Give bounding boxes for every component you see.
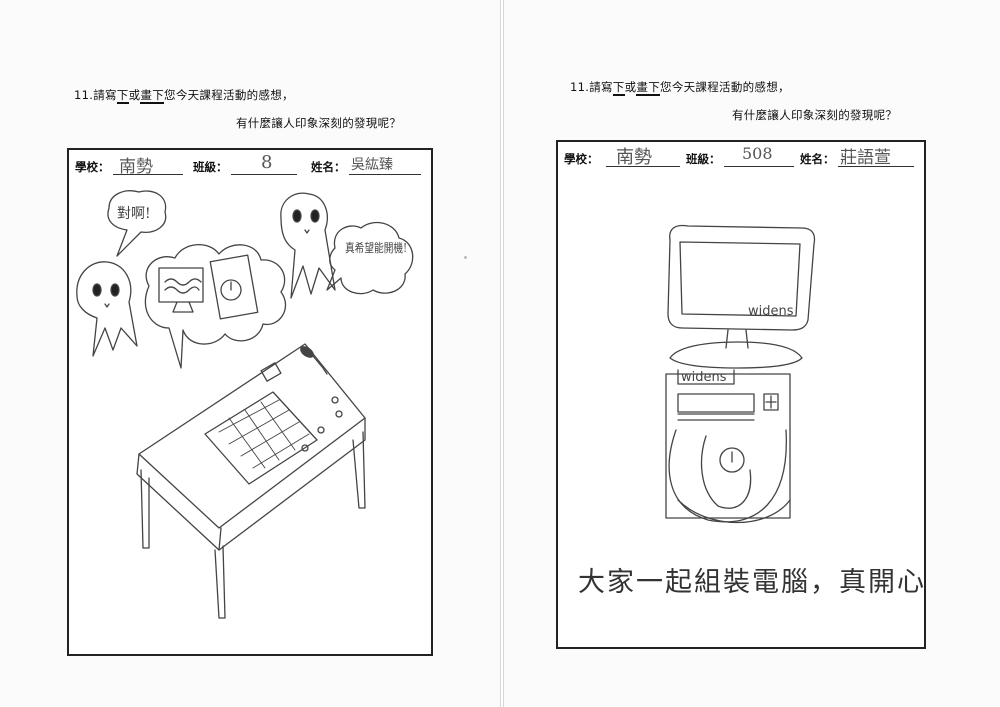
name-underline: [349, 174, 421, 175]
student-info-header: 學校： 南勢 班級： 8 姓名： 吳紘臻: [69, 150, 431, 178]
computer-case: [665, 373, 791, 519]
screw: [331, 396, 339, 404]
name-value: 莊語萱: [840, 148, 891, 168]
ghost-figure-left: [76, 261, 138, 357]
class-value: 508: [742, 144, 773, 163]
table-leg: [352, 431, 366, 509]
question-line-2: 有什麼讓人印象深刻的發現呢？: [236, 116, 402, 130]
question-emphasis: 下: [612, 80, 625, 96]
name-label: 姓名：: [311, 160, 346, 174]
speech-bubble-right: [326, 221, 414, 295]
ghost-eye: [92, 283, 102, 297]
ghost-eye: [292, 209, 302, 223]
question-text: 11.請寫: [570, 80, 613, 94]
question-text: 您今天課程活動的感想，: [164, 88, 294, 102]
question-text: 您今天課程活動的感想，: [660, 80, 790, 94]
school-underline: [606, 166, 680, 167]
answer-box: 學校： 南勢 班級： 508 姓名： 莊語萱 widens widens: [556, 140, 926, 649]
ghost-figure-right: [280, 192, 336, 299]
school-label: 學校：: [75, 160, 110, 174]
class-value: 8: [261, 152, 273, 173]
ghost-eye: [110, 283, 120, 297]
school-value: 南勢: [616, 147, 652, 168]
tower-doodle: [209, 254, 259, 320]
question-line-2: 有什麼讓人印象深刻的發現呢？: [732, 108, 898, 122]
monitor-stand: [725, 329, 749, 349]
bubble-right-text: 真希望能開機!: [345, 240, 407, 255]
monitor-screen: [679, 241, 801, 317]
power-icon: [220, 279, 242, 301]
question-line-1: 11.請寫下或畫下您今天課程活動的感想，: [74, 87, 294, 104]
student-drawing-right: widens widens: [665, 224, 816, 524]
question-text: 或: [624, 80, 637, 94]
table-leg: [214, 545, 226, 619]
name-label: 姓名：: [800, 152, 835, 166]
monitor-doodle: [158, 267, 204, 303]
bubble-left-text: 對啊!: [117, 206, 151, 222]
handwritten-sentence: 大家一起組裝電腦，真開心: [578, 567, 926, 598]
screw: [317, 426, 325, 434]
student-info-header: 學校： 南勢 班級： 508 姓名： 莊語萱: [558, 142, 924, 170]
question-line-1: 11.請寫下或畫下您今天課程活動的感想，: [570, 79, 790, 96]
case-front-panel: [668, 429, 787, 523]
school-label: 學校：: [564, 152, 599, 166]
class-underline: [231, 174, 297, 175]
name-underline: [838, 166, 914, 167]
school-underline: [113, 174, 183, 175]
question-text: 11.請寫: [74, 88, 117, 102]
school-value: 南勢: [119, 157, 153, 177]
right-worksheet: 11.請寫下或畫下您今天課程活動的感想， 有什麼讓人印象深刻的發現呢？ 學校： …: [503, 0, 1000, 707]
student-drawing-left: 對啊! 真希望能開機!: [76, 190, 414, 619]
question-emphasis: 下: [116, 88, 129, 104]
case-brand: widens: [681, 370, 727, 385]
screw: [335, 410, 343, 418]
table-top: [138, 343, 366, 529]
screw: [301, 444, 309, 452]
answer-box: 學校： 南勢 班級： 8 姓名： 吳紘臻 對啊!: [67, 148, 433, 656]
question-emphasis: 畫下: [636, 80, 661, 96]
paper-speck: [464, 256, 467, 259]
left-worksheet: 11.請寫下或畫下您今天課程活動的感想， 有什麼讓人印象深刻的發現呢？ 學校： …: [67, 0, 501, 707]
speech-bubble-left: [107, 190, 167, 257]
power-button-icon: [719, 447, 745, 473]
class-label: 班級：: [686, 152, 721, 166]
drive-bay: [677, 393, 755, 413]
question-emphasis: 畫下: [140, 88, 165, 104]
drive-icon: [763, 393, 779, 411]
ghost-eye: [310, 209, 320, 223]
monitor-brand: widens: [748, 304, 794, 319]
question-text: 或: [128, 88, 141, 102]
monitor-outline: [667, 224, 816, 331]
table-leg: [140, 469, 150, 549]
class-underline: [724, 166, 794, 167]
class-label: 班級：: [193, 160, 228, 174]
motherboard-doodle: [204, 391, 318, 485]
name-value: 吳紘臻: [351, 157, 393, 173]
thought-cloud: [144, 244, 287, 369]
